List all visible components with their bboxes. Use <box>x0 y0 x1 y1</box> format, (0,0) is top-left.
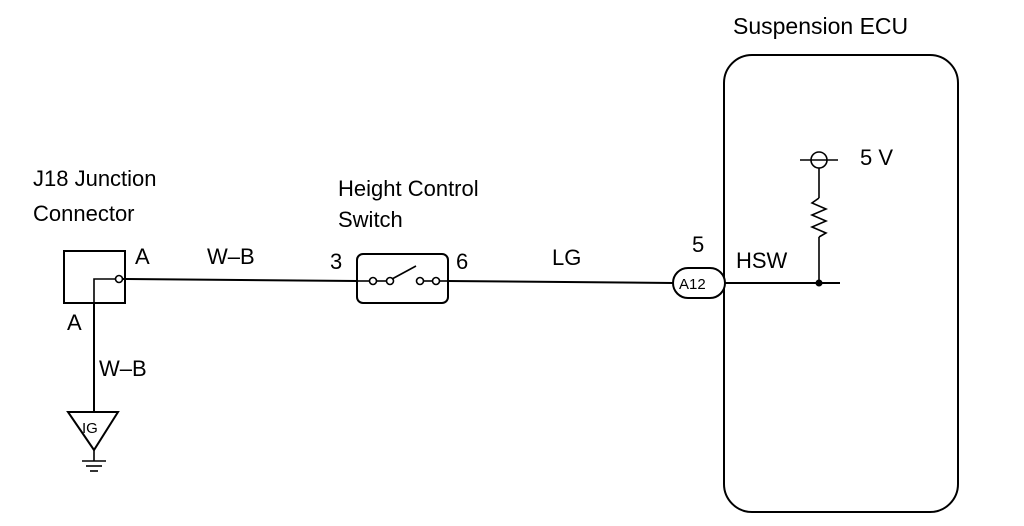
ecu-connector-id: A12 <box>679 276 706 293</box>
wire-wb-horizontal <box>122 278 358 282</box>
wire-label-lg: LG <box>552 245 581 270</box>
junction-title-line1: J18 Junction <box>33 166 157 191</box>
junction-title-line2: Connector <box>33 201 135 226</box>
switch-title-line2: Switch <box>338 207 403 232</box>
junction-pin-right: A <box>135 244 150 269</box>
wire-lg <box>446 280 674 284</box>
ground-icon <box>66 411 120 472</box>
wire-label-wb-vertical: W–B <box>99 356 147 381</box>
ecu-terminal-name: HSW <box>736 248 788 273</box>
voltage-source-icon <box>800 151 838 198</box>
ecu-connector: A12 <box>672 267 726 299</box>
ecu-junction-dot <box>815 279 823 287</box>
ground-label: IG <box>82 420 98 437</box>
wire-label-wb-horizontal: W–B <box>207 244 255 269</box>
ecu-terminal-number: 5 <box>692 232 704 257</box>
switch-pin-left: 3 <box>330 249 342 274</box>
ecu-title: Suspension ECU <box>733 13 908 39</box>
switch-contact-icon <box>357 265 448 286</box>
switch-box <box>356 253 449 304</box>
junction-pin-bottom: A <box>67 310 82 335</box>
ecu-voltage-label: 5 V <box>860 145 893 170</box>
switch-pin-right: 6 <box>456 249 468 274</box>
switch-title-line1: Height Control <box>338 176 479 201</box>
pullup-resistor-icon <box>809 197 829 238</box>
